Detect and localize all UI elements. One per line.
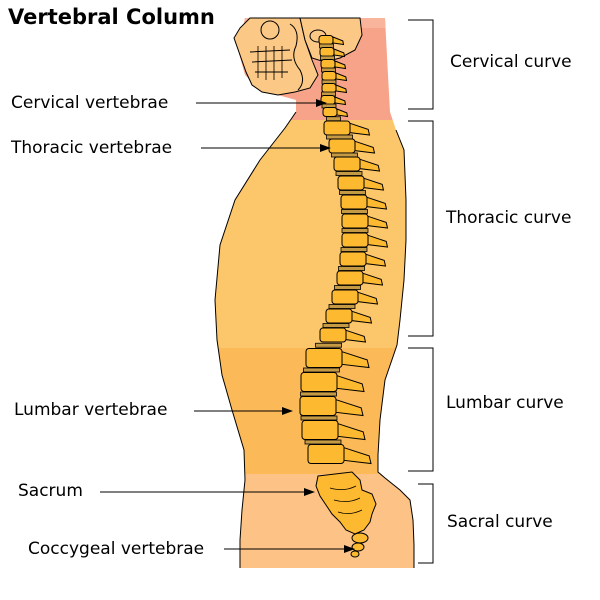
label-coccygeal-vertebrae: Coccygeal vertebrae [28, 539, 204, 559]
curve-brackets [408, 19, 434, 564]
intervertebral-disc [340, 247, 368, 252]
vertebra [321, 83, 337, 93]
vertebra [328, 138, 356, 154]
vertebra [323, 120, 351, 136]
vertebra [305, 348, 343, 368]
intervertebral-disc [328, 304, 356, 309]
vertebra [322, 107, 338, 117]
vertebra [299, 396, 337, 416]
intervertebral-disc [300, 415, 338, 421]
vertebra [301, 420, 339, 440]
vertebra [337, 175, 365, 191]
arrowhead-cervical [316, 99, 327, 107]
coccyx-shape [350, 532, 369, 558]
intervertebral-disc [341, 209, 368, 214]
vertebra [319, 47, 335, 57]
arrowhead-lumbar [282, 407, 293, 415]
label-thoracic-curve: Thoracic curve [445, 208, 571, 228]
label-cervical-curve: Cervical curve [450, 52, 572, 72]
vertebra [318, 35, 334, 45]
arrowhead-coccygeal [344, 545, 355, 553]
sacrum-shape [315, 471, 377, 535]
back-outline [214, 111, 297, 568]
intervertebral-disc [303, 367, 340, 373]
bracket-cervical [408, 19, 434, 110]
intervertebral-disc [326, 116, 341, 122]
intervertebral-disc [315, 342, 342, 348]
arrowhead-sacrum [304, 488, 315, 496]
intervertebral-disc [304, 439, 342, 445]
body-outline [377, 129, 415, 568]
intervertebral-disc [339, 190, 366, 195]
vertebra [331, 289, 359, 305]
sacral-region [215, 474, 414, 568]
diagram-title: Vertebral Column [8, 5, 215, 29]
vertebra [333, 156, 361, 172]
vertebra [339, 251, 367, 267]
label-sacral-curve: Sacral curve [447, 512, 553, 532]
label-lumbar-vertebrae: Lumbar vertebrae [14, 400, 167, 420]
intervertebral-disc [322, 323, 350, 328]
leader-arrows [100, 99, 355, 553]
intervertebral-disc [338, 266, 365, 271]
intervertebral-disc [326, 134, 353, 140]
vertebra [340, 194, 368, 210]
intervertebral-disc [334, 285, 361, 290]
bracket-sacral [418, 483, 434, 564]
vertebra [300, 372, 338, 392]
vertebra [336, 270, 364, 286]
label-lumbar-curve: Lumbar curve [446, 393, 564, 413]
body-silhouette [215, 18, 414, 568]
vertebra [320, 59, 336, 69]
intervertebral-disc [300, 391, 337, 397]
bracket-thoracic [408, 120, 434, 337]
label-sacrum: Sacrum [18, 481, 83, 501]
vertebra [307, 444, 345, 464]
intervertebral-disc [331, 152, 358, 158]
label-thoracic-vertebrae: Thoracic vertebrae [10, 138, 172, 158]
vertebra [325, 308, 353, 324]
label-cervical-vertebrae: Cervical vertebrae [11, 93, 168, 113]
vertebra [341, 232, 369, 248]
intervertebral-disc [335, 171, 363, 176]
bracket-lumbar [408, 347, 434, 472]
vertebra [319, 327, 347, 343]
thoracic-region [215, 120, 414, 348]
vertebra [341, 213, 369, 229]
vertebra [321, 71, 337, 81]
intervertebral-disc [341, 228, 369, 233]
spine [299, 35, 389, 465]
arrowhead-thoracic [320, 144, 331, 152]
